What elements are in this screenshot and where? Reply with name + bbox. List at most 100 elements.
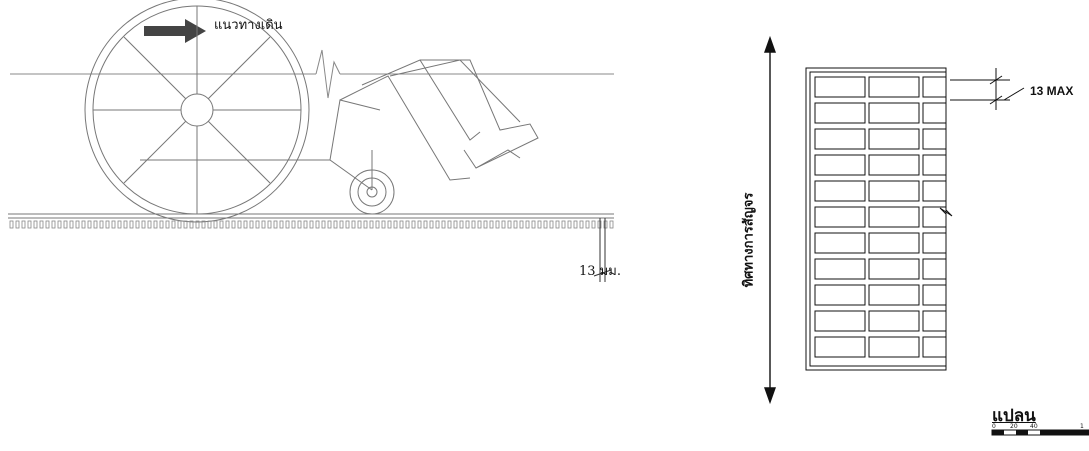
grating-cell: [868, 128, 920, 150]
grating-cell: [868, 76, 920, 98]
grating-plan: [805, 67, 953, 371]
grating-slot: [285, 220, 290, 229]
grating-slot: [567, 220, 572, 229]
grating-cell: [814, 310, 866, 332]
grating-slot: [147, 220, 152, 229]
grating-slot: [39, 220, 44, 229]
grating-slot: [219, 220, 224, 229]
grating-cell: [922, 180, 947, 202]
grating-slot: [483, 220, 488, 229]
grating-cell: [814, 232, 866, 254]
plan-view: [764, 35, 1089, 436]
grating-slot: [549, 220, 554, 229]
grating-slot: [105, 220, 110, 229]
grating-slot: [447, 220, 452, 229]
grating-slot: [63, 220, 68, 229]
walking-direction-label: แนวทางเดิน: [214, 18, 283, 33]
grating-slot: [111, 220, 116, 229]
grating-slot: [411, 220, 416, 229]
grating-slot: [579, 220, 584, 229]
grating-slot: [75, 220, 80, 229]
grating-slot: [99, 220, 104, 229]
grating-slot: [69, 220, 74, 229]
grating-slot: [591, 220, 596, 229]
grating-slot: [315, 220, 320, 229]
grating-slot: [291, 220, 296, 229]
grating-cell: [868, 102, 920, 124]
grating-cell: [814, 284, 866, 306]
grating-slot: [465, 220, 470, 229]
double-arrow-icon: [764, 35, 776, 405]
grating-slot: [477, 220, 482, 229]
grating-slot: [21, 220, 26, 229]
grating-slot: [153, 220, 158, 229]
grating-cell: [868, 336, 920, 358]
grating-slot: [555, 220, 560, 229]
grating-cell: [922, 284, 947, 306]
grating-slot: [171, 220, 176, 229]
grating-slot: [333, 220, 338, 229]
grating-slot: [369, 220, 374, 229]
grating-slot: [177, 220, 182, 229]
max-gap-dimension-line: [950, 68, 1025, 110]
grating-cell: [814, 128, 866, 150]
grating-slot: [15, 220, 20, 229]
elevation-view: [8, 0, 614, 282]
grating-cell: [868, 180, 920, 202]
grating-slot: [279, 220, 284, 229]
grating-plan-cells: [814, 76, 947, 358]
grating-slot: [129, 220, 134, 229]
grating-slot: [321, 220, 326, 229]
grating-slot: [201, 220, 206, 229]
gap-dimension-label: 13 มม.: [579, 264, 621, 279]
grating-slot: [609, 220, 614, 229]
grating-slot: [393, 220, 398, 229]
grating-slot: [261, 220, 266, 229]
max-gap-label: 13 MAX: [1030, 84, 1074, 98]
grating-slot: [327, 220, 332, 229]
grating-cell: [868, 284, 920, 306]
scale-tick: 20: [1010, 423, 1018, 430]
scale-tick: 40: [1030, 423, 1038, 430]
grating-slot: [501, 220, 506, 229]
grating-slot: [435, 220, 440, 229]
grating-cell: [814, 258, 866, 280]
grating-slot: [27, 220, 32, 229]
grating-slot: [195, 220, 200, 229]
grating-slot: [423, 220, 428, 229]
grating-slot: [141, 220, 146, 229]
grating-slot: [231, 220, 236, 229]
grating-slot: [453, 220, 458, 229]
grating-slot: [531, 220, 536, 229]
scale-tick: 1: [1080, 423, 1084, 430]
grating-slot: [537, 220, 542, 229]
grating-slot: [249, 220, 254, 229]
grating-cell: [922, 310, 947, 332]
grating-slot: [45, 220, 50, 229]
grating-slot: [381, 220, 386, 229]
grating-slot: [297, 220, 302, 229]
grating-slot: [495, 220, 500, 229]
grating-slot: [225, 220, 230, 229]
grating-slot: [309, 220, 314, 229]
grating-slot: [339, 220, 344, 229]
grating-slot: [183, 220, 188, 229]
grating-cell: [814, 76, 866, 98]
grating-slot: [267, 220, 272, 229]
grating-slot: [471, 220, 476, 229]
grating-slot: [489, 220, 494, 229]
grating-slot: [93, 220, 98, 229]
grating-cell: [922, 154, 947, 176]
grating-slot: [135, 220, 140, 229]
grating-slot: [9, 220, 14, 229]
grating-cell: [868, 154, 920, 176]
grating-slot: [561, 220, 566, 229]
grating-cell: [814, 336, 866, 358]
grating-slot: [351, 220, 356, 229]
grating-slot: [519, 220, 524, 229]
grating-slot: [303, 220, 308, 229]
grating-slot: [33, 220, 38, 229]
grating: [8, 213, 614, 219]
grating-slot: [525, 220, 530, 229]
